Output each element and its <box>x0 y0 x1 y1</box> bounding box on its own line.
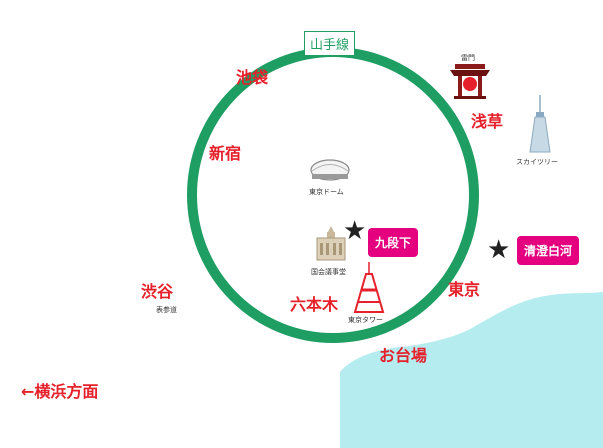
skytree-label: スカイツリー <box>516 158 558 166</box>
asakusa-label: 浅草 <box>471 112 504 131</box>
tokyo-label: 東京 <box>448 280 481 299</box>
omotesando-label: 表参道 <box>156 306 177 314</box>
kudanshita-star-icon: ★ <box>343 216 367 246</box>
kudanshita-badge: 九段下 <box>368 228 419 257</box>
kiyosumi-badge: 清澄白河 <box>517 236 580 265</box>
tokyo-dome-icon <box>310 159 350 181</box>
tokyo-bay <box>340 292 603 448</box>
kiyosumi-star-icon: ★ <box>487 235 511 265</box>
shibuya-label: 渋谷 <box>141 282 174 301</box>
tokyo-dome-label: 東京ドーム <box>309 188 344 196</box>
yamanote-line-label: 山手線 <box>304 31 356 56</box>
ikebukuro-label: 池袋 <box>236 68 269 87</box>
tokyo-tower-label: 東京タワー <box>348 316 383 324</box>
diet-label: 国会議事堂 <box>311 268 346 276</box>
kaminarimon-icon <box>450 64 490 99</box>
kaminarimon-label: 雷門 <box>461 54 475 62</box>
tokyo-tower-icon <box>353 262 385 313</box>
diet-building-icon <box>316 226 346 261</box>
skytree-icon <box>529 95 551 153</box>
shinjuku-label: 新宿 <box>209 144 242 163</box>
roppongi-label: 六本木 <box>290 295 339 314</box>
odaiba-label: お台場 <box>379 346 428 365</box>
yokohama-direction-label: ←横浜方面 <box>21 382 99 401</box>
